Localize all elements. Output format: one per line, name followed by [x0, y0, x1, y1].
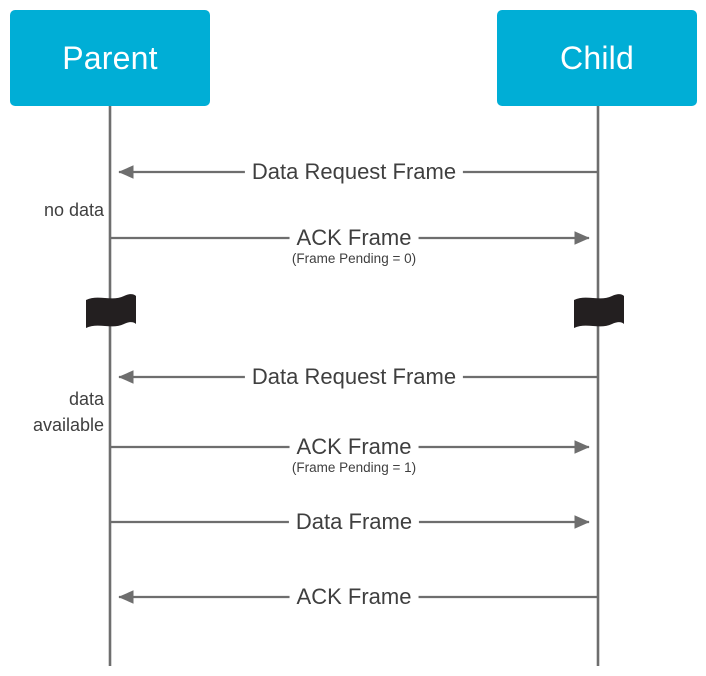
actor-box-parent[interactable]: Parent	[10, 10, 210, 106]
message-label-3: Data Request Frame	[244, 366, 464, 388]
message-label-5: Data Frame	[288, 511, 420, 533]
note-no-data-line-1: no data	[43, 200, 104, 220]
message-label-6: ACK Frame	[289, 586, 419, 608]
note-data-available: data available	[33, 386, 104, 438]
break-marker-child-flag-icon	[574, 294, 624, 328]
actor-label-parent: Parent	[62, 40, 158, 76]
actor-box-child[interactable]: Child	[497, 10, 697, 106]
actor-label-child: Child	[560, 40, 634, 76]
message-sublabel-2: (Frame Pending = 0)	[291, 251, 417, 266]
lifelines	[108, 106, 600, 666]
break-markers	[86, 294, 624, 328]
note-data-available-line-2: available	[32, 415, 104, 436]
message-sublabel-4: (Frame Pending = 1)	[291, 460, 417, 475]
message-label-2: ACK Frame	[289, 227, 419, 249]
break-marker-parent-flag-icon	[86, 294, 136, 328]
message-label-4: ACK Frame	[289, 436, 419, 458]
note-data-available-line-1: data	[68, 389, 104, 409]
note-no-data: no data	[44, 197, 104, 223]
message-label-1: Data Request Frame	[244, 161, 464, 183]
